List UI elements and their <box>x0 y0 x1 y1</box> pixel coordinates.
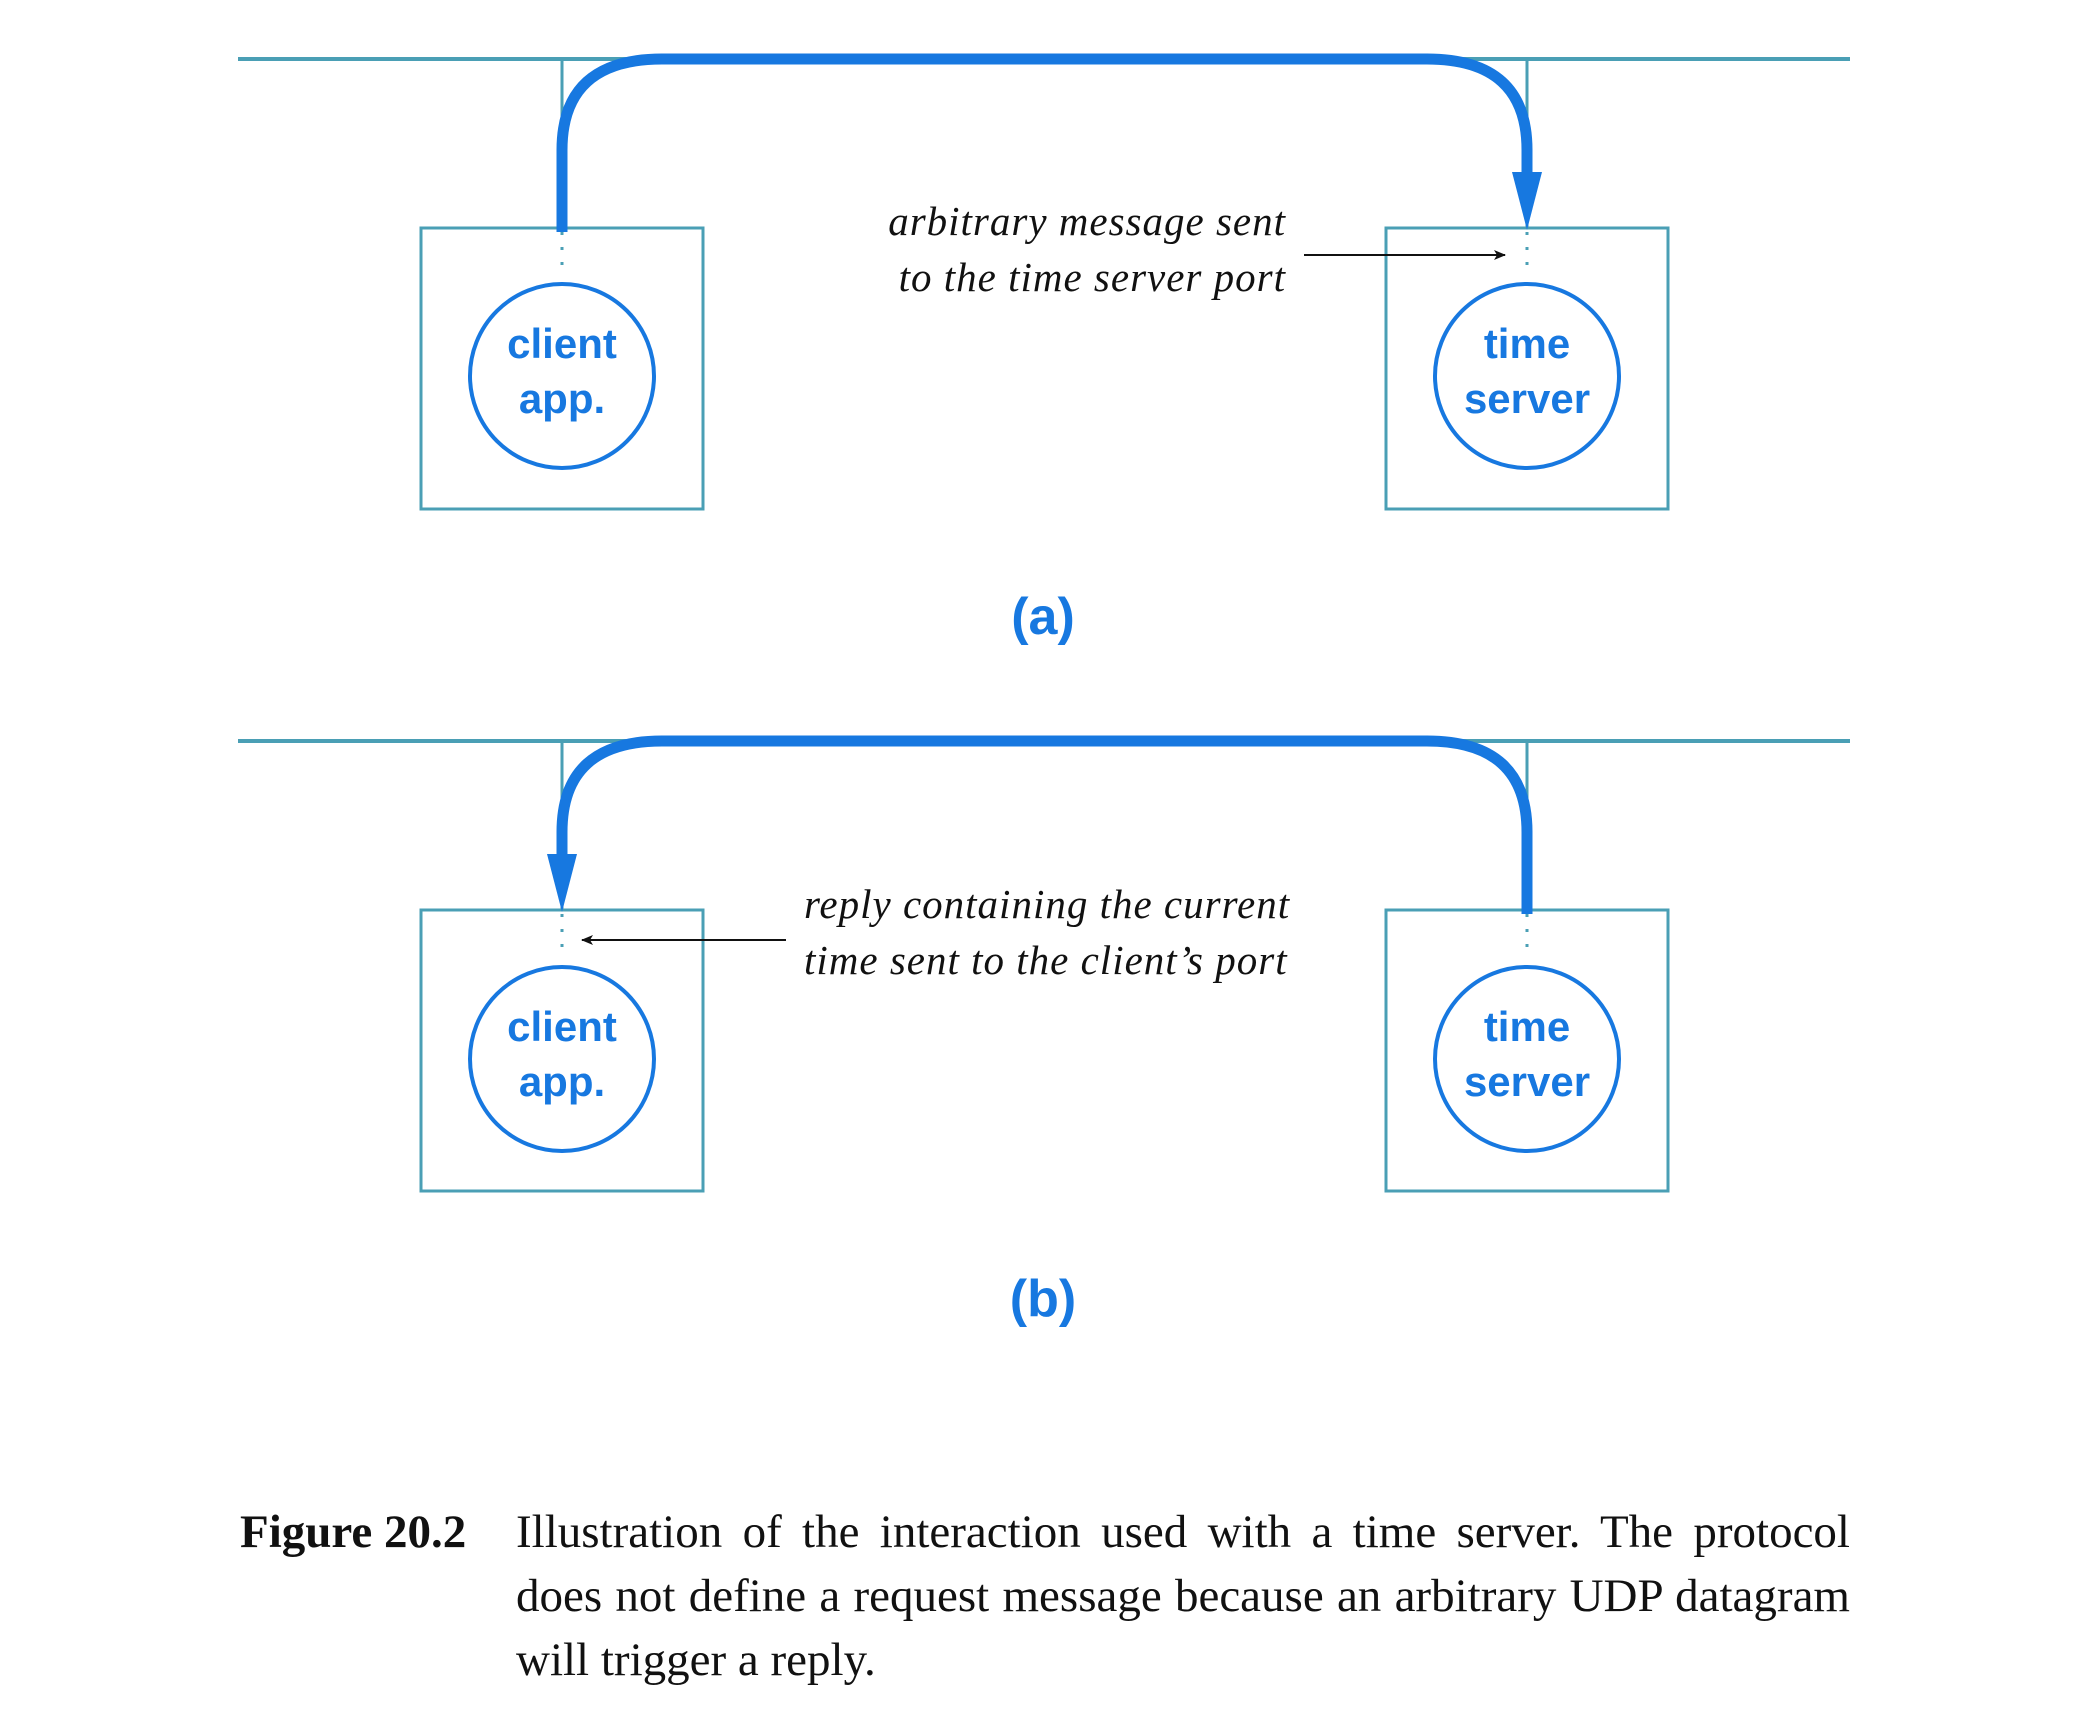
message-arrowhead <box>1512 172 1542 230</box>
caption-text: Illustration of the interaction used wit… <box>516 1506 1850 1686</box>
annotation-line2: time sent to the client’s port <box>804 937 1288 983</box>
client-app-label-line2: app. <box>519 375 605 422</box>
caption-label: Figure 20.2 <box>240 1506 467 1558</box>
time-server-circle <box>1433 282 1621 470</box>
time-server-label-line2: server <box>1464 1058 1590 1105</box>
reply-path <box>556 735 1533 914</box>
annotation-line2: to the time server port <box>899 254 1287 300</box>
panel-label: (b) <box>1010 1270 1076 1328</box>
panel-a: client app. time server arbitrary messag… <box>238 53 1850 646</box>
annotation-line1: arbitrary message sent <box>888 198 1286 244</box>
figure-caption: Figure 20.2 Illustration of the interact… <box>240 1500 1850 1692</box>
client-app-label-line1: client <box>507 1003 617 1050</box>
client-app-circle <box>468 965 656 1153</box>
time-server-label-line1: time <box>1484 320 1570 367</box>
time-server-circle <box>1433 965 1621 1153</box>
client-app-label-line2: app. <box>519 1058 605 1105</box>
panel-b: client app. time server reply containing… <box>238 735 1850 1328</box>
panel-label: (a) <box>1011 588 1075 646</box>
reply-arrowhead <box>547 854 577 912</box>
message-path <box>556 53 1533 232</box>
annotation-line1: reply containing the current <box>804 881 1291 927</box>
client-app-circle <box>468 282 656 470</box>
time-server-label-line1: time <box>1484 1003 1570 1050</box>
client-app-label-line1: client <box>507 320 617 367</box>
time-server-label-line2: server <box>1464 375 1590 422</box>
